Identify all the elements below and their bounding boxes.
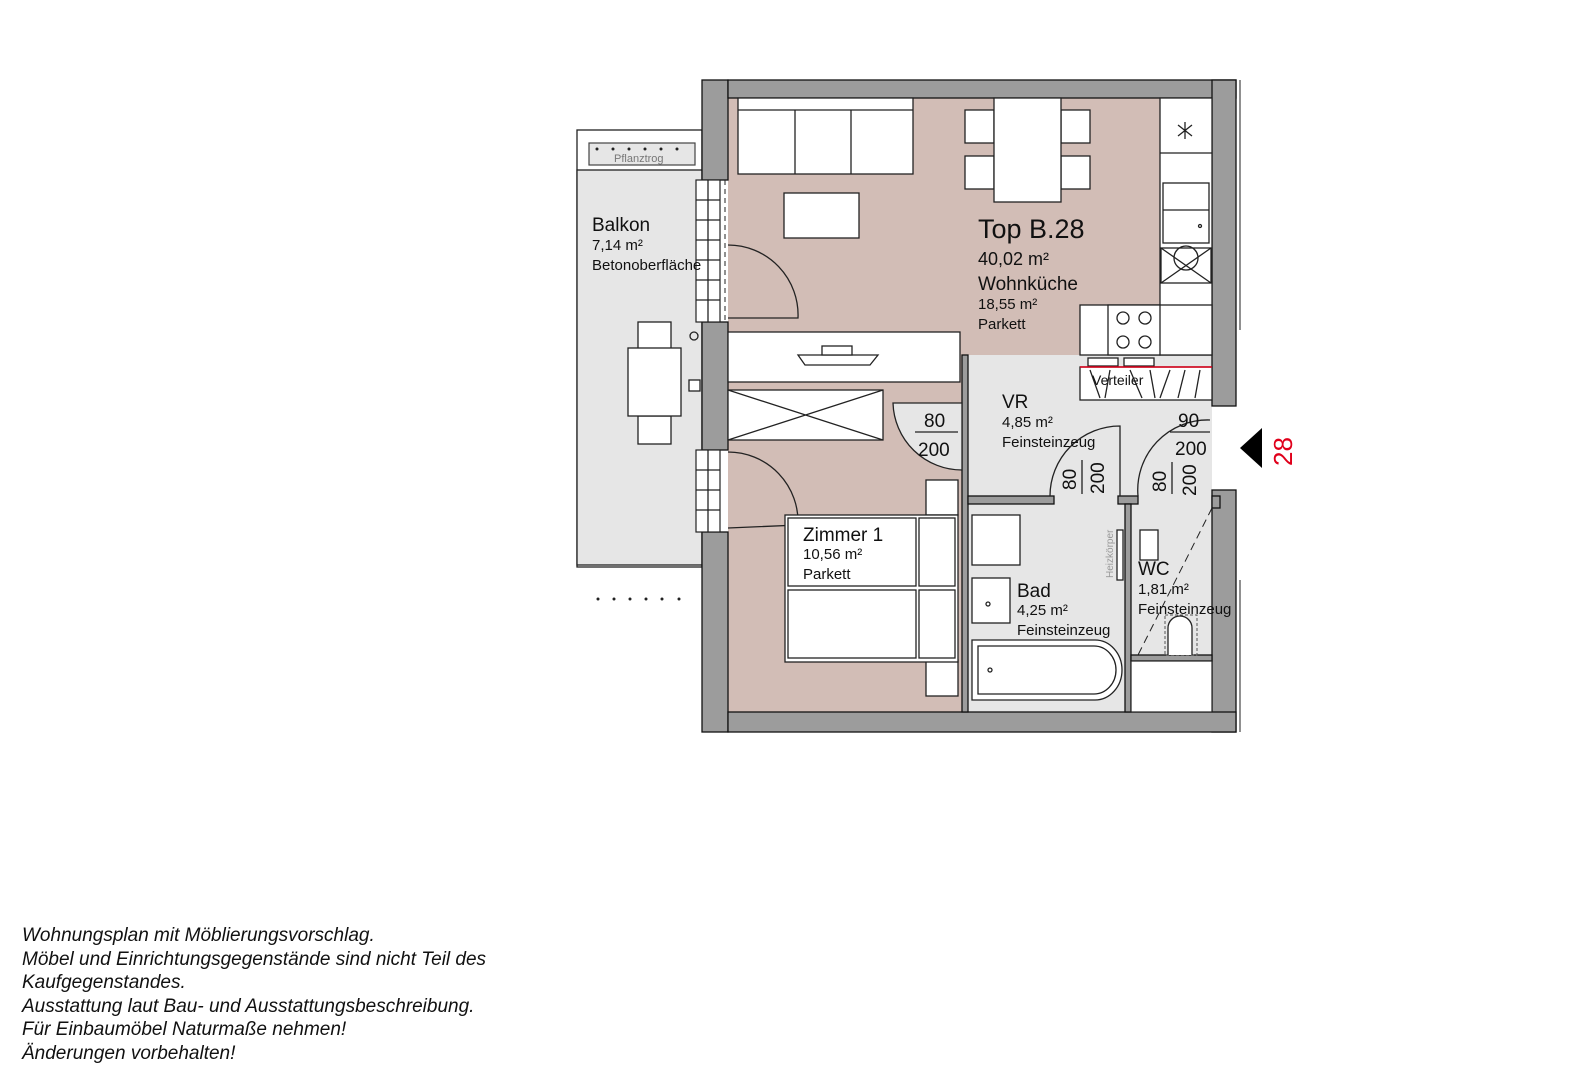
- room-floor: Betonoberfläche: [592, 257, 701, 274]
- planter-label: Pflanztrog: [614, 153, 664, 165]
- room-area: 1,81 m²: [1138, 581, 1189, 598]
- room-floor: Parkett: [803, 566, 851, 583]
- disclaimer-notes: Wohnungsplan mit Möblierungsvorschlag. M…: [22, 924, 486, 1065]
- sofa: [737, 97, 914, 175]
- room-floor: Feinsteinzeug: [1017, 622, 1110, 639]
- room-name: Balkon: [592, 215, 650, 236]
- bathtub: [971, 639, 1123, 701]
- room-floor: Parkett: [978, 316, 1026, 333]
- radiator: [1116, 529, 1124, 581]
- door-width: 80: [1060, 469, 1081, 490]
- note-line: Ausstattung laut Bau- und Ausstattungsbe…: [22, 995, 475, 1017]
- dining-table: [993, 97, 1062, 203]
- fridge-icon: [1177, 122, 1193, 139]
- entry-door-swing: [1137, 419, 1211, 497]
- chair: [637, 415, 672, 445]
- entry-arrow-icon: [1240, 428, 1262, 468]
- note-line: Für Einbaumöbel Naturmaße nehmen!: [22, 1019, 347, 1040]
- entry-number: 28: [1268, 437, 1298, 466]
- table: [627, 347, 682, 417]
- room-name: Zimmer 1: [803, 525, 883, 546]
- note-line: Änderungen vorbehalten!: [22, 1042, 236, 1064]
- room-floor: Feinsteinzeug: [1002, 434, 1095, 451]
- coffee-table: [783, 192, 860, 239]
- bedroom-door-swing: [892, 402, 963, 471]
- dotted-marker: [596, 597, 681, 601]
- note-line: Wohnungsplan mit Möblierungsvorschlag.: [22, 925, 375, 946]
- room-area: 7,14 m²: [592, 237, 643, 254]
- room-name: Bad: [1017, 581, 1051, 602]
- window: [695, 449, 721, 533]
- room-area: 4,25 m²: [1017, 602, 1068, 619]
- outer-walls: [701, 79, 1241, 733]
- kitchen: [1079, 97, 1213, 356]
- note-line: Möbel und Einrichtungsgegenstände sind n…: [22, 948, 487, 970]
- door-height: 200: [1175, 439, 1207, 460]
- toilet: [1167, 615, 1193, 655]
- room-name: WC: [1138, 559, 1170, 580]
- balcony-door-swing: [727, 244, 799, 319]
- stove: [1107, 304, 1161, 356]
- radiator-label: Heizkörper: [1105, 529, 1116, 578]
- room-name: VR: [1002, 392, 1028, 413]
- door-height: 200: [1088, 462, 1109, 494]
- door-height: 200: [1180, 464, 1201, 496]
- room-area: 18,55 m²: [978, 296, 1037, 313]
- room-area: 4,85 m²: [1002, 414, 1053, 431]
- distribution-cabinet: [1079, 357, 1213, 401]
- door-height: 200: [918, 440, 950, 461]
- sink: [1162, 182, 1210, 244]
- door-width: 80: [1150, 471, 1171, 492]
- bath-door-swing: [1049, 425, 1121, 497]
- distribution-label: Verteiler: [1092, 372, 1144, 388]
- balcony: [576, 129, 703, 568]
- chair: [637, 321, 672, 351]
- door-width: 80: [924, 411, 945, 432]
- unit-total-area: 40,02 m²: [978, 249, 1049, 269]
- door-width: 90: [1178, 411, 1199, 432]
- room-area: 10,56 m²: [803, 546, 862, 563]
- unit-name: Top B.28: [978, 214, 1085, 244]
- washbasin: [971, 577, 1011, 624]
- room-floor: Feinsteinzeug: [1138, 601, 1231, 618]
- window: [695, 179, 726, 323]
- note-line: Kaufgegenstandes.: [22, 972, 186, 993]
- room-name: Wohnküche: [978, 274, 1078, 295]
- planter: [588, 142, 696, 166]
